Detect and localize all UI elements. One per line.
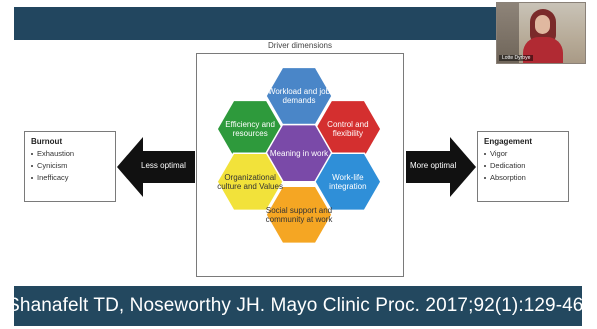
burnout-item: Exhaustion — [31, 148, 109, 160]
more-optimal-arrow: More optimal — [406, 137, 476, 197]
hexagon-culture — [216, 152, 284, 212]
citation-band: Shanafelt TD, Noseworthy JH. Mayo Clinic… — [7, 286, 589, 326]
hexagon-label-workload: Workload and job demands — [267, 87, 331, 105]
engagement-box: Engagement Vigor Dedication Absorption — [477, 131, 569, 202]
hexagon-worklife — [314, 152, 382, 212]
burnout-item: Inefficacy — [31, 172, 109, 184]
hexagon-label-worklife: Work-life integration — [329, 172, 367, 191]
engagement-item: Dedication — [484, 160, 562, 172]
hexagon-social — [265, 185, 333, 245]
engagement-title: Engagement — [484, 137, 533, 146]
hexagon-label-social: Social support and community at work — [265, 205, 333, 224]
right-arrow-icon — [406, 137, 476, 197]
participant-video-tile[interactable]: Lotte Dyrbye — [496, 2, 586, 64]
hexagon-label-culture: Organizational culture and Values — [217, 172, 283, 191]
background-shelf — [497, 3, 519, 63]
hexagon-label-control: Control and flexibility — [327, 120, 369, 138]
burnout-title: Burnout — [31, 137, 63, 146]
participant-name-tag: Lotte Dyrbye — [499, 55, 534, 61]
hexagon-label-meaning: Meaning in work — [269, 148, 329, 158]
engagement-list: Vigor Dedication Absorption — [484, 148, 562, 184]
left-arrow-icon — [117, 137, 195, 197]
hexagon-label-efficiency: Efficiency and resources — [225, 120, 275, 138]
less-optimal-arrow: Less optimal — [117, 137, 195, 197]
citation-text: Shanafelt TD, Noseworthy JH. Mayo Clinic… — [7, 295, 589, 316]
participant-face — [535, 15, 550, 34]
burnout-list: Exhaustion Cynicism Inefficacy — [31, 148, 109, 184]
hexagon-svg — [216, 66, 382, 245]
less-optimal-label: Less optimal — [141, 161, 186, 170]
slide-header-band — [14, 7, 582, 40]
burnout-box: Burnout Exhaustion Cynicism Inefficacy — [24, 131, 116, 202]
engagement-item: Absorption — [484, 172, 562, 184]
driver-dimensions-label: Driver dimensions — [267, 41, 333, 50]
engagement-item: Vigor — [484, 148, 562, 160]
hexagon-cluster — [196, 53, 404, 277]
burnout-item: Cynicism — [31, 160, 109, 172]
more-optimal-label: More optimal — [410, 161, 457, 170]
